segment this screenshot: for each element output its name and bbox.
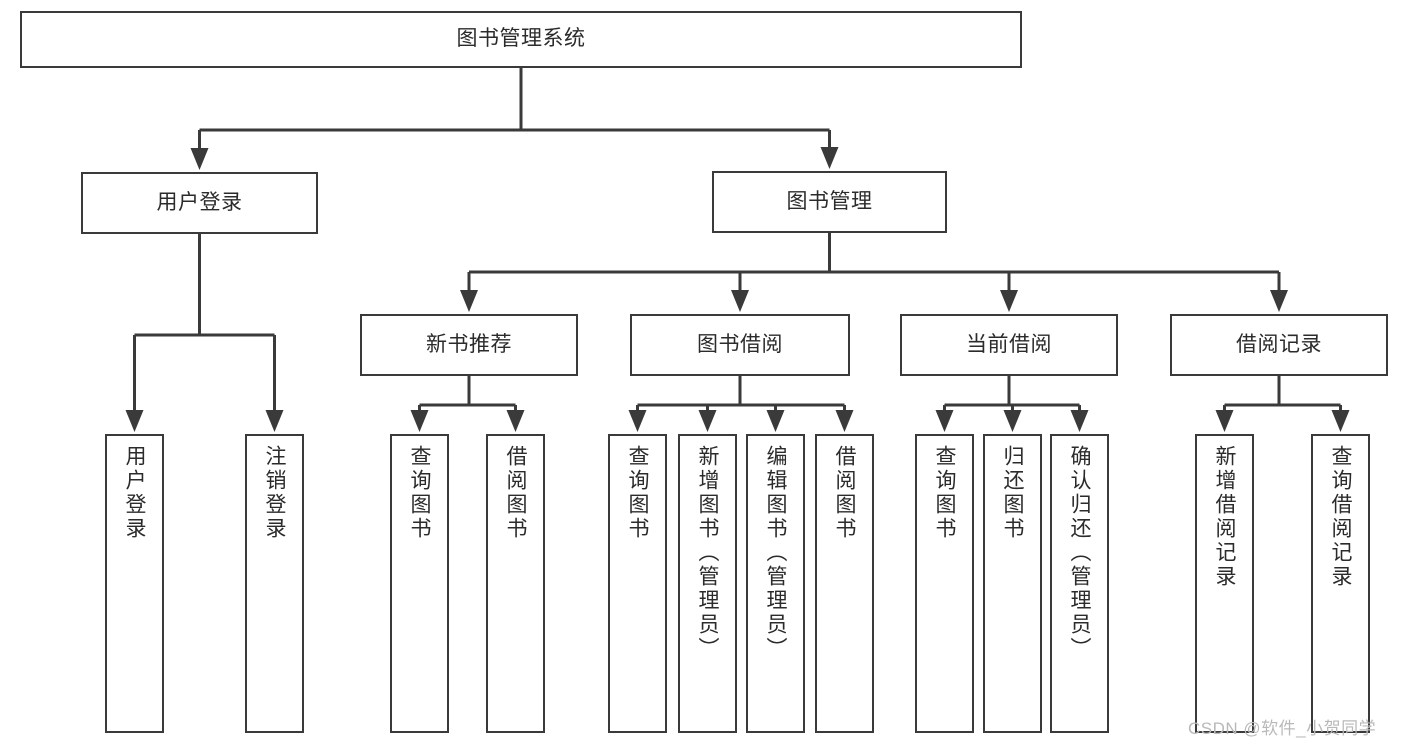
- connector-arrowhead: [1000, 290, 1018, 312]
- node-label: 图书借阅: [697, 332, 783, 356]
- node-label: 用户登录: [156, 190, 243, 214]
- connector-arrowhead: [460, 290, 478, 312]
- node-label: 归还图书: [1001, 445, 1024, 541]
- node-current: 当前借阅: [900, 314, 1118, 376]
- connector-arrowhead: [1070, 410, 1089, 432]
- connector-arrowhead: [835, 410, 854, 432]
- node-label: 图书管理系统: [456, 27, 586, 51]
- connector-arrowhead: [410, 410, 429, 432]
- node-label: 查询图书: [933, 445, 956, 541]
- node-label: 确认归还（管理员）: [1068, 445, 1091, 661]
- node-label: 借阅记录: [1236, 332, 1322, 356]
- node-newbook: 新书推荐: [360, 314, 578, 376]
- node-label: 借阅图书: [504, 445, 527, 541]
- connector-arrowhead: [766, 410, 785, 432]
- connector-arrowhead: [935, 410, 954, 432]
- node-leaf-login: 用户登录: [105, 434, 164, 733]
- node-label: 用户登录: [123, 445, 146, 541]
- node-leaf-edit-book: 编辑图书（管理员）: [746, 434, 805, 733]
- connector-arrowhead: [731, 290, 749, 312]
- connector-arrowhead: [1270, 290, 1288, 312]
- node-label: 查询图书: [408, 445, 431, 541]
- connector-arrowhead: [698, 410, 717, 432]
- node-leaf-return: 归还图书: [983, 434, 1042, 733]
- node-leaf-add-book: 新增图书（管理员）: [678, 434, 737, 733]
- connector-arrowhead: [1331, 410, 1350, 432]
- connector-arrowhead: [506, 410, 525, 432]
- node-label: 新书推荐: [426, 332, 512, 356]
- node-leaf-query-b: 查询图书: [608, 434, 667, 733]
- node-leaf-logout: 注销登录: [245, 434, 304, 733]
- node-records: 借阅记录: [1170, 314, 1388, 376]
- connector-arrowhead: [265, 410, 284, 432]
- node-borrow: 图书借阅: [630, 314, 850, 376]
- node-label: 新增借阅记录: [1213, 445, 1236, 589]
- node-leaf-query-new: 查询图书: [390, 434, 449, 733]
- node-label: 查询借阅记录: [1329, 445, 1352, 589]
- node-login: 用户登录: [81, 172, 318, 234]
- node-label: 图书管理: [786, 189, 873, 213]
- node-label: 借阅图书: [833, 445, 856, 541]
- node-leaf-borrow-b: 借阅图书: [815, 434, 874, 733]
- node-leaf-query-rec: 查询借阅记录: [1311, 434, 1370, 733]
- node-leaf-add-rec: 新增借阅记录: [1195, 434, 1254, 733]
- connector-arrowhead: [1003, 410, 1022, 432]
- watermark: CSDN @软件_小贺同学: [1188, 719, 1377, 738]
- connector-arrowhead: [1215, 410, 1234, 432]
- node-label: 注销登录: [263, 445, 286, 541]
- connector-arrowhead: [125, 410, 144, 432]
- connector-arrowhead: [190, 148, 209, 170]
- node-leaf-confirm: 确认归还（管理员）: [1050, 434, 1109, 733]
- node-label: 编辑图书（管理员）: [764, 445, 787, 661]
- node-leaf-query-c: 查询图书: [915, 434, 974, 733]
- node-label: 查询图书: [626, 445, 649, 541]
- node-label: 新增图书（管理员）: [696, 445, 719, 661]
- node-leaf-borrow-new: 借阅图书: [486, 434, 545, 733]
- node-root: 图书管理系统: [20, 11, 1022, 68]
- connector-arrowhead: [628, 410, 647, 432]
- connector-arrowhead: [820, 147, 839, 169]
- node-label: 当前借阅: [966, 332, 1052, 356]
- node-bookmgmt: 图书管理: [712, 171, 947, 233]
